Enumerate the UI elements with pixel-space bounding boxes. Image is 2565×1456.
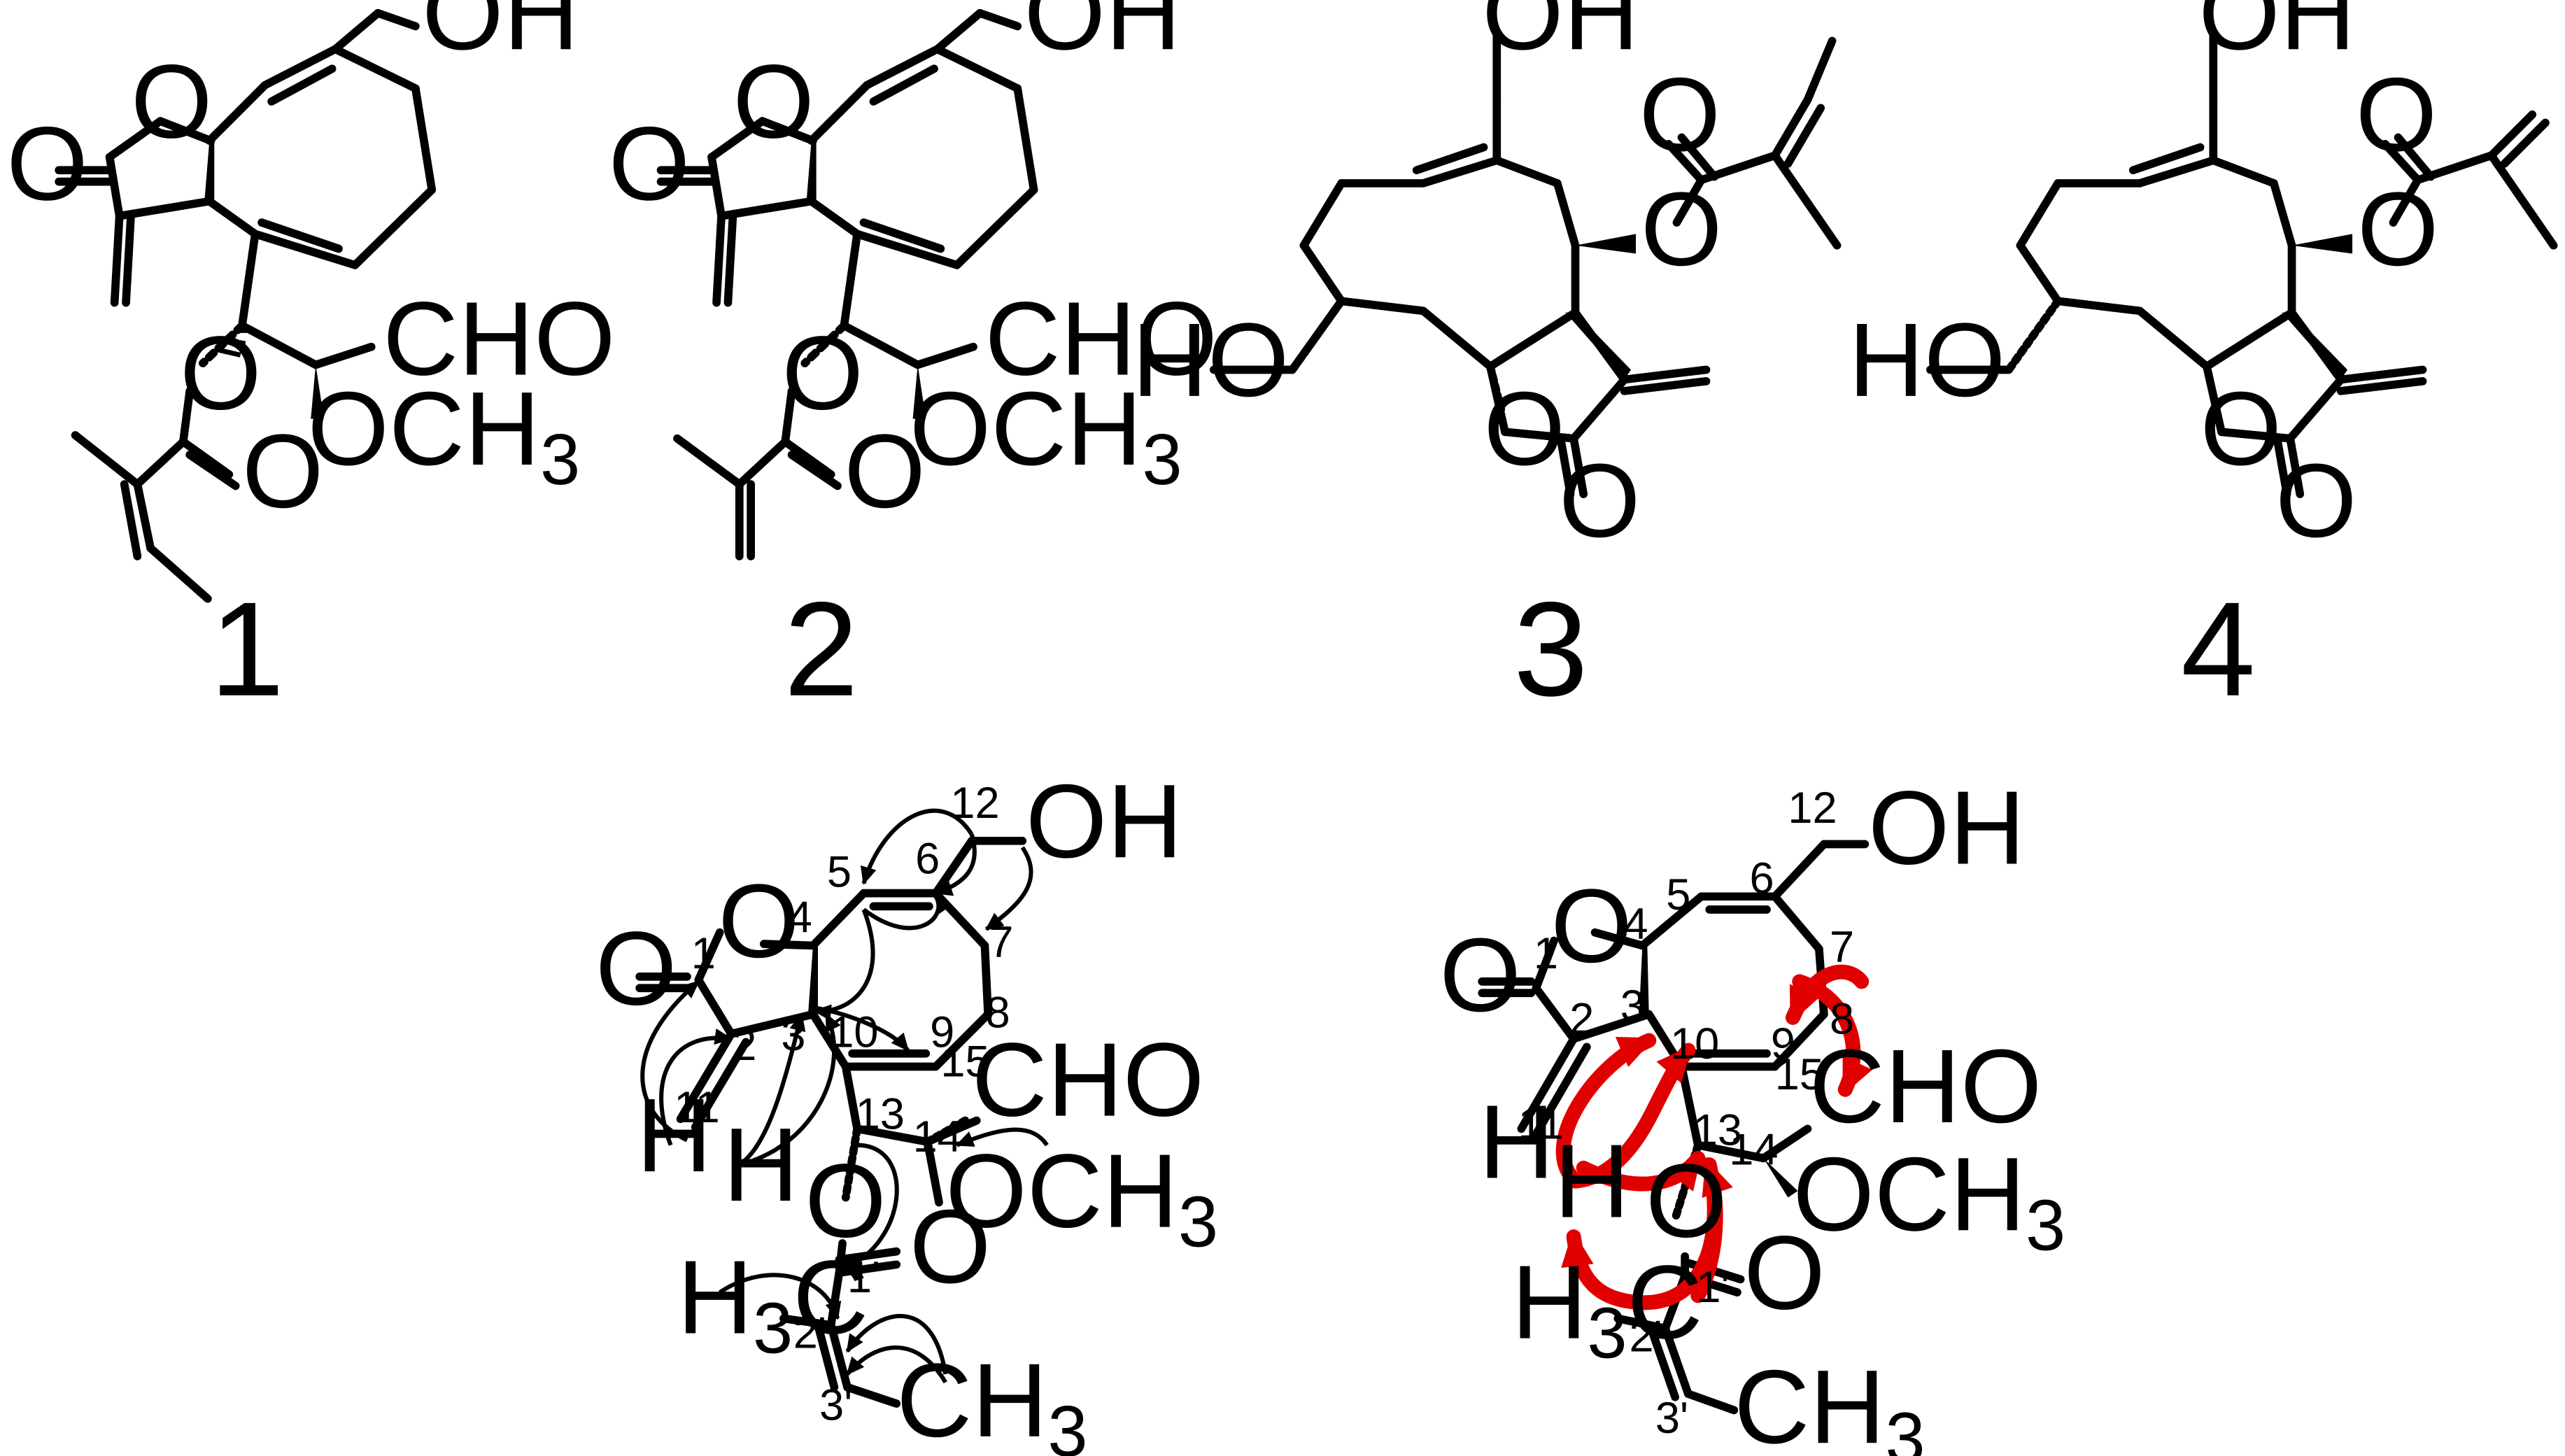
carbon-numbering: 1 2 3 4 5 6 7 8 9 10 11 12 13 14 15 1' 2…	[674, 779, 1013, 1429]
svg-text:7: 7	[1830, 923, 1854, 972]
ester-carbonyl-oxygen-label: O	[844, 413, 925, 530]
methoxy-label: OCH3	[945, 1133, 1218, 1262]
ester-oxygen-label: O	[782, 315, 863, 432]
ring-oxygen-label: O	[131, 43, 212, 160]
ring-oxygen-label: O	[733, 43, 814, 160]
svg-text:5: 5	[1666, 870, 1690, 919]
svg-text:3': 3'	[1655, 1394, 1688, 1443]
svg-text:3: 3	[1620, 982, 1645, 1031]
compound-number-4: 4	[2181, 574, 2256, 724]
methyl-label-2: CH3	[1734, 1348, 1925, 1456]
ester-carbonyl-oxygen-label: O	[242, 413, 323, 530]
ring-oxygen-label: O	[1550, 868, 1632, 984]
svg-text:2': 2'	[1629, 1312, 1662, 1361]
ester-carbonyl-oxygen-label: O	[910, 1188, 991, 1305]
carbon-numbering: 1 2 3 4 5 6 7 8 9 10 11 12 13 14 15 1' 2…	[1518, 784, 1855, 1443]
svg-text:9: 9	[1771, 1019, 1795, 1068]
lactone-oxygen-label: O	[2200, 370, 2282, 487]
compound-4-structure: OH HO O O O O	[1849, 0, 2558, 559]
svg-text:14: 14	[1729, 1126, 1778, 1175]
lactone-carbonyl-label: O	[1559, 442, 1640, 559]
carbonyl-oxygen-label: O	[6, 105, 87, 222]
svg-text:1: 1	[691, 929, 716, 978]
svg-text:11: 11	[674, 1083, 720, 1132]
svg-text:9: 9	[930, 1008, 954, 1056]
aldehyde-label: CHO	[1809, 1028, 2042, 1145]
ester-carbonyl-oxygen-label: O	[1744, 1214, 1825, 1331]
h11-label: H	[636, 1077, 712, 1194]
svg-text:15: 15	[940, 1037, 989, 1086]
hydroxyl-label: OH	[422, 0, 579, 71]
ring-oxygen-label: O	[718, 863, 799, 980]
methoxy-label: OCH3	[308, 370, 581, 500]
svg-text:1': 1'	[847, 1253, 880, 1302]
svg-text:5: 5	[827, 847, 852, 896]
svg-text:12: 12	[1788, 784, 1837, 833]
h3-label: H	[1554, 1123, 1630, 1240]
svg-text:8: 8	[986, 988, 1010, 1037]
ester-carbonyl-oxygen-label: O	[2356, 56, 2437, 173]
compound-2-structure: O O OH CHO O O OCH3	[609, 0, 1217, 560]
aldehyde-label: CHO	[383, 280, 616, 397]
svg-text:4: 4	[788, 893, 812, 942]
ester-oxygen-label: O	[1646, 1143, 1727, 1259]
svg-text:8: 8	[1830, 995, 1854, 1044]
compound-number-2: 2	[784, 574, 858, 724]
methoxy-label: OCH3	[1793, 1136, 2065, 1265]
svg-text:4: 4	[1623, 900, 1648, 949]
hydroxyl-label: OH	[1482, 0, 1639, 71]
hydroxyl-label: OH	[1024, 0, 1181, 71]
svg-text:12: 12	[950, 779, 999, 828]
svg-text:14: 14	[913, 1112, 962, 1161]
compound-3-structure: OH HO O O O O	[1132, 0, 1842, 559]
compound-1-structure: O O OH CHO O O OCH3	[6, 0, 616, 603]
aldehyde-label: CHO	[984, 280, 1217, 397]
hydroxyl-label: OH	[2198, 0, 2355, 71]
hydroxyl-label: OH	[1868, 770, 2025, 886]
carbonyl-oxygen-label: O	[595, 910, 677, 1027]
noesy-correlation-diagram: O O OH H H CHO O O OCH3 H3C CH3 1 2 3 4 …	[1439, 770, 2065, 1456]
svg-text:10: 10	[829, 1008, 878, 1056]
ester-oxygen-label: O	[1641, 171, 1722, 288]
svg-text:15: 15	[1775, 1050, 1824, 1099]
svg-text:3': 3'	[819, 1380, 852, 1429]
compound-number-1: 1	[210, 574, 285, 724]
svg-text:13: 13	[1693, 1106, 1742, 1155]
svg-text:13: 13	[856, 1089, 905, 1138]
svg-text:11: 11	[1518, 1099, 1564, 1148]
carbonyl-oxygen-label: O	[609, 105, 690, 222]
svg-text:1': 1'	[1696, 1263, 1729, 1312]
ester-oxygen-label: O	[805, 1143, 886, 1259]
svg-text:6: 6	[915, 835, 940, 884]
hydroxyl-label-2: HO	[1849, 302, 2005, 418]
ester-oxygen-label: O	[2357, 171, 2438, 288]
svg-text:10: 10	[1670, 1019, 1719, 1068]
svg-text:2: 2	[1569, 995, 1594, 1044]
hydroxyl-label-2: HO	[1132, 302, 1289, 418]
methyl-label: H3C	[677, 1239, 868, 1369]
methyl-label: H3C	[1511, 1244, 1702, 1373]
ester-carbonyl-oxygen-label: O	[1639, 56, 1720, 173]
lactone-carbonyl-label: O	[2275, 442, 2356, 559]
svg-text:6: 6	[1749, 854, 1774, 903]
svg-text:2': 2'	[793, 1309, 826, 1358]
methoxy-label: OCH3	[910, 370, 1182, 500]
methyl-label-2: CH3	[896, 1342, 1087, 1456]
aldehyde-label: CHO	[972, 1022, 1205, 1138]
svg-text:7: 7	[989, 918, 1013, 967]
h11-label: H	[1479, 1083, 1555, 1200]
compound-number-3: 3	[1513, 574, 1588, 724]
hmbc-correlation-diagram: O O OH H H CHO O O OCH3 H3C CH3 1 2 3 4 …	[595, 763, 1218, 1456]
svg-text:3: 3	[781, 1011, 805, 1060]
carbonyl-oxygen-label: O	[1439, 917, 1520, 1033]
ester-oxygen-label: O	[180, 315, 261, 432]
svg-text:2: 2	[732, 1021, 756, 1070]
lactone-oxygen-label: O	[1484, 370, 1565, 487]
svg-text:1: 1	[1534, 929, 1558, 978]
h3-label: H	[723, 1106, 798, 1223]
hydroxyl-label: OH	[1026, 763, 1182, 879]
